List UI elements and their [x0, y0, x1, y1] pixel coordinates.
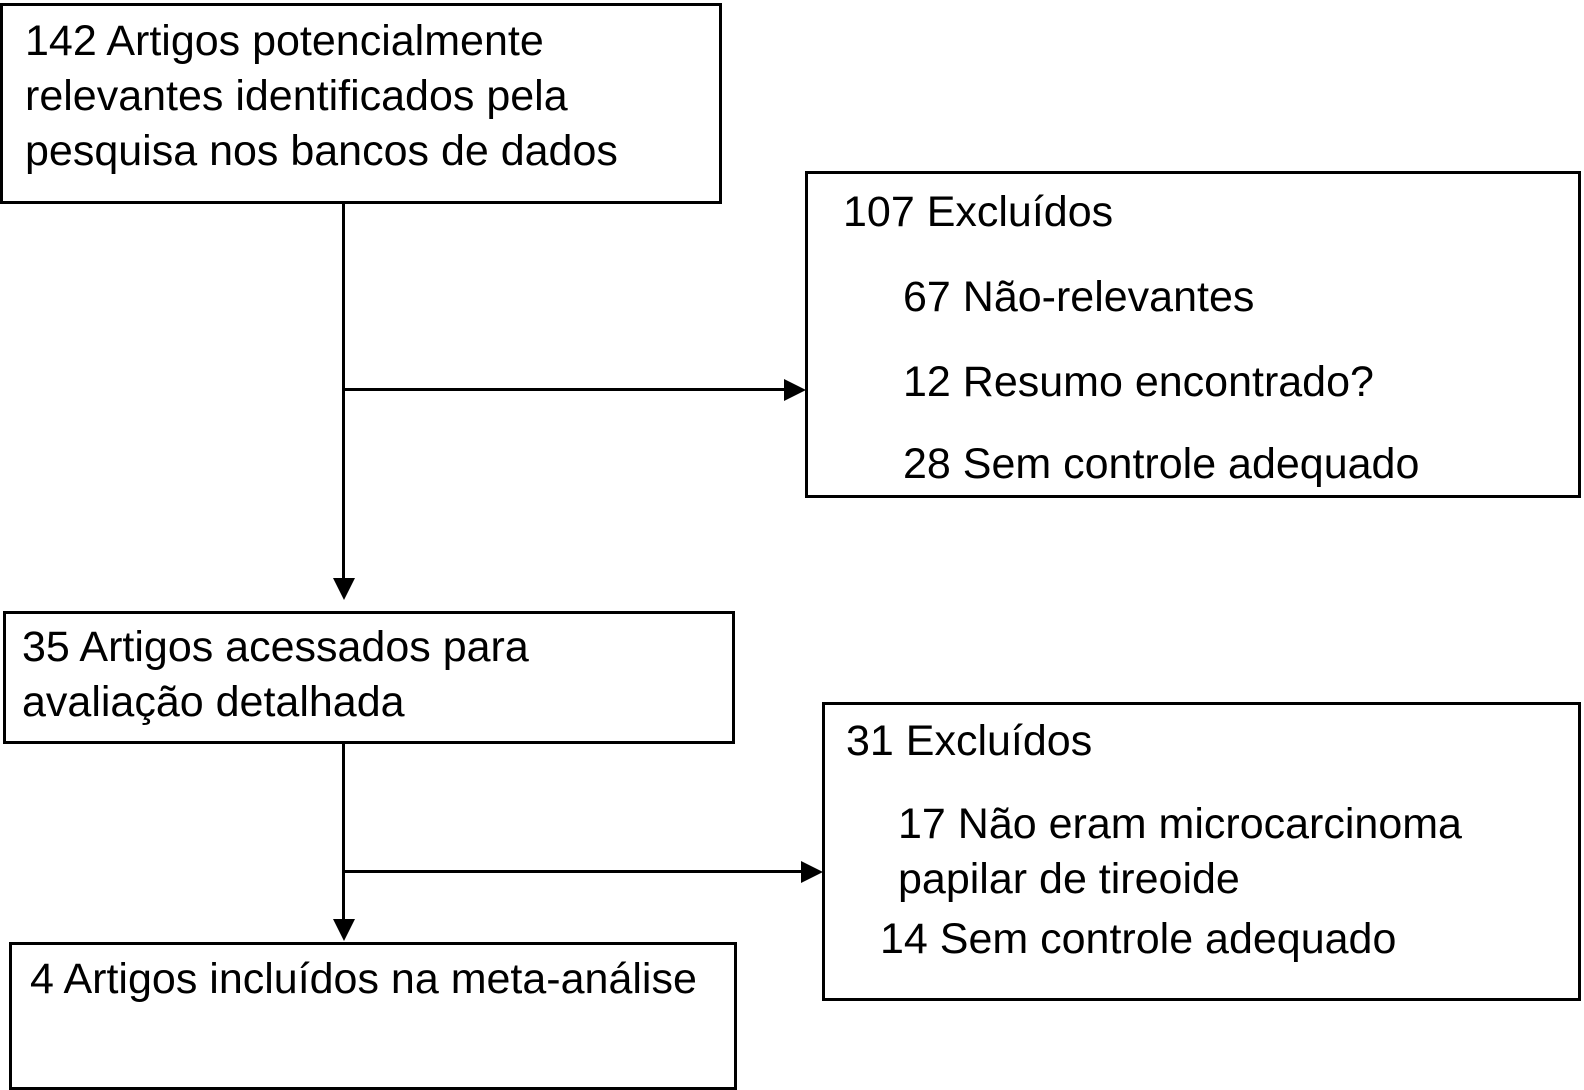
box-articles-included	[9, 942, 737, 1090]
arrowhead-right-to-excluded-2	[801, 861, 823, 883]
connector-vertical-assessed-to-included	[342, 744, 345, 924]
excluded-first-stage-item-0: 67 Não-relevantes	[903, 273, 1255, 321]
arrowhead-right-to-excluded-1	[784, 379, 806, 401]
excluded-first-stage-item-1: 12 Resumo encontrado?	[903, 358, 1374, 406]
arrowhead-down-to-assessed	[333, 578, 355, 600]
box-excluded-first-stage	[805, 171, 1581, 498]
excluded-first-stage-item-2: 28 Sem controle adequado	[903, 440, 1420, 488]
arrowhead-down-to-included	[333, 919, 355, 941]
box-excluded-second-stage	[822, 702, 1581, 1001]
excluded-second-stage-item-0: 17 Não eram microcarcinoma papilar de ti…	[898, 800, 1462, 903]
box-articles-assessed-label: 35 Artigos acessados para avaliação deta…	[22, 623, 529, 726]
connector-horizontal-to-excluded-1	[344, 388, 786, 391]
excluded-second-stage-item-1: 14 Sem controle adequado	[880, 915, 1397, 963]
connector-vertical-identified-to-assessed	[342, 204, 345, 582]
box-articles-included-label: 4 Artigos incluídos na meta-análise	[30, 955, 697, 1003]
connector-horizontal-to-excluded-2	[344, 870, 804, 873]
excluded-first-stage-heading: 107 Excluídos	[843, 188, 1114, 236]
box-articles-identified-label: 142 Artigos potencialmente relevantes id…	[25, 17, 618, 175]
excluded-second-stage-heading: 31 Excluídos	[846, 717, 1093, 765]
box-articles-assessed	[3, 611, 735, 744]
box-articles-identified	[0, 3, 722, 204]
